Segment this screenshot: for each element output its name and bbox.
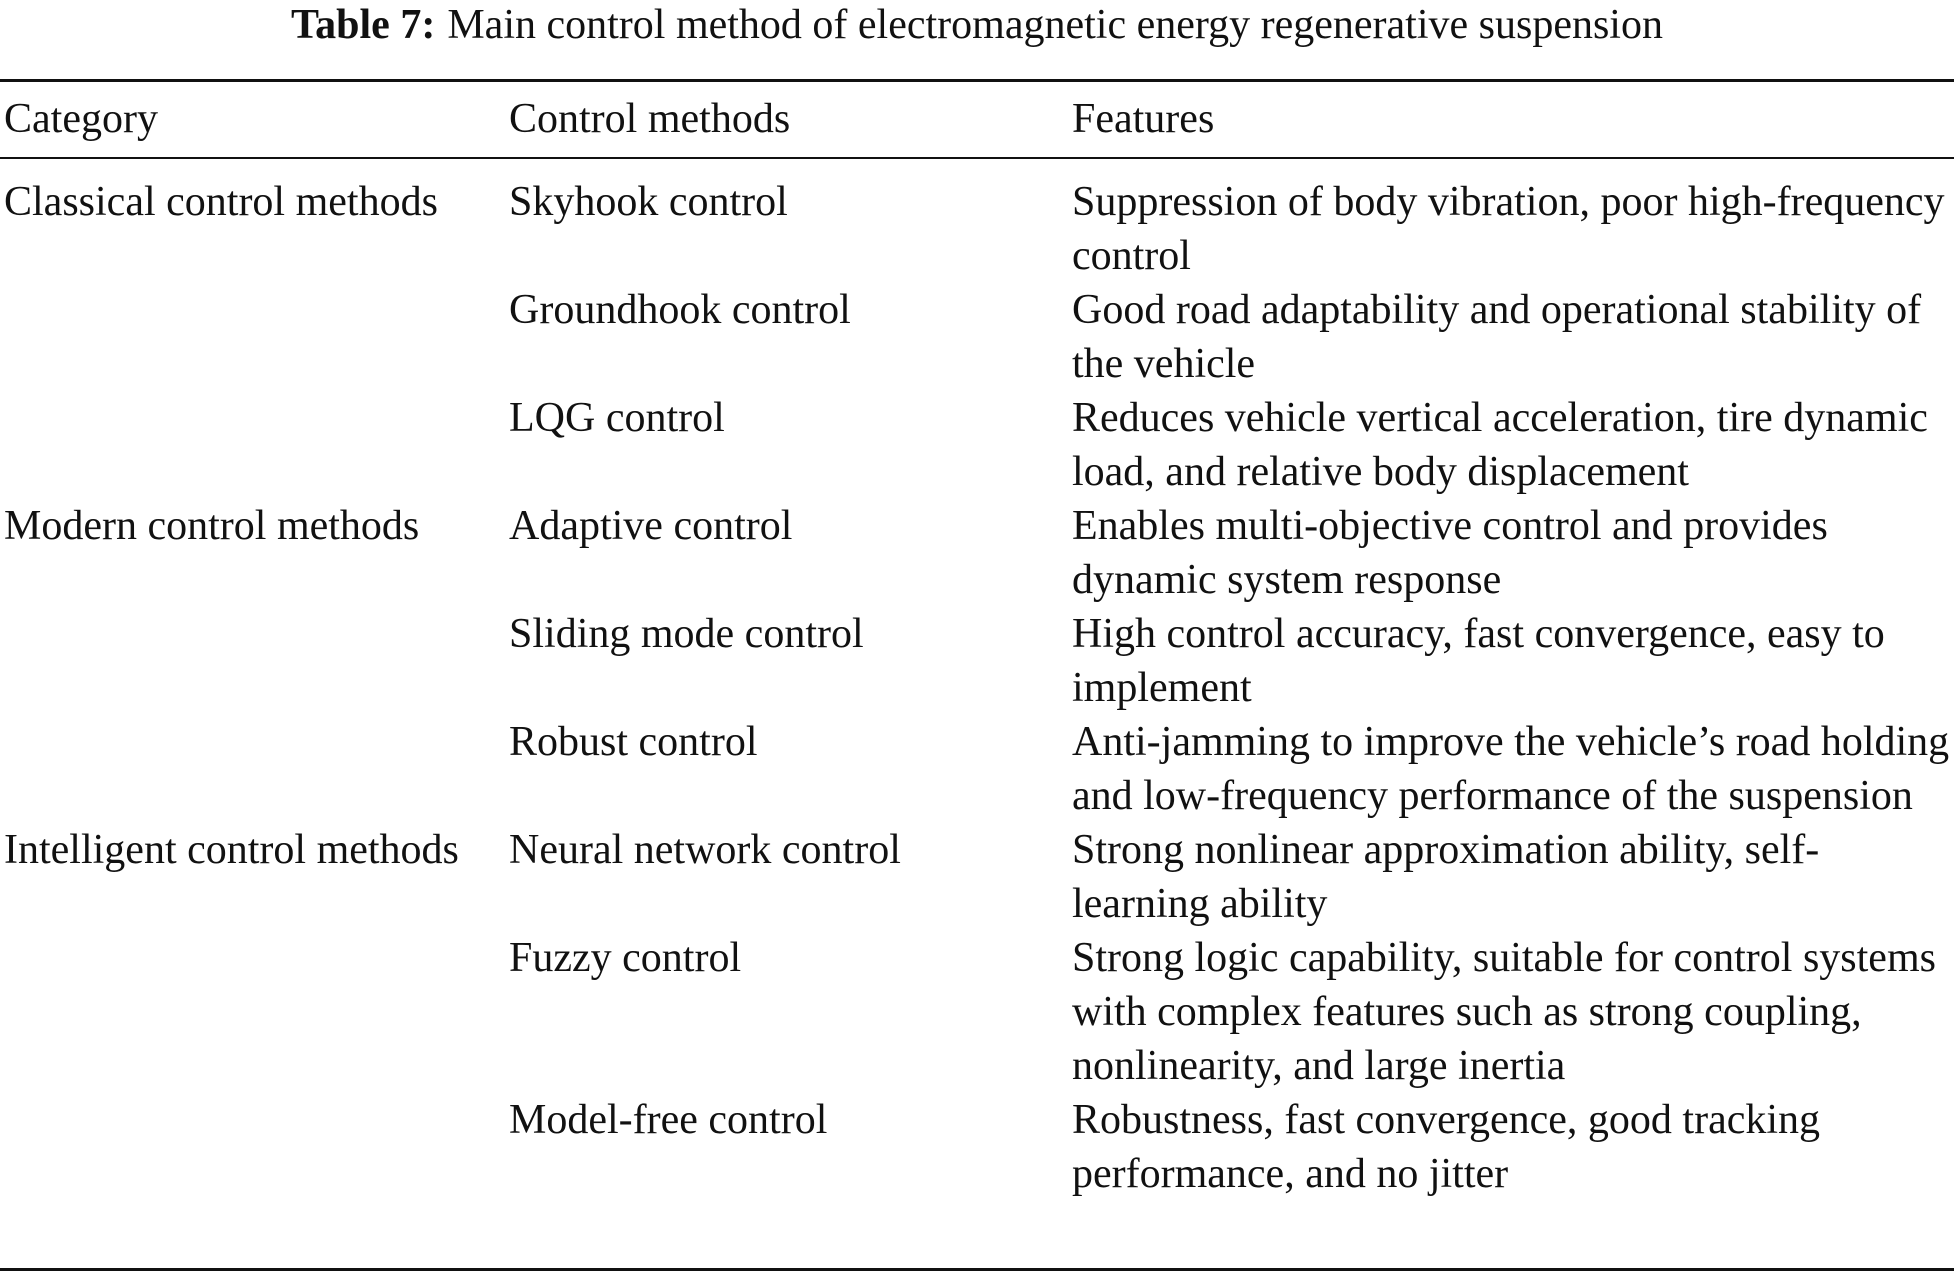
table-caption-text: Main control method of electromagnetic e… bbox=[447, 2, 1663, 48]
feature-cell: Reduces vehicle vertical acceleration, t… bbox=[1072, 395, 1928, 495]
table-header-rule bbox=[0, 157, 1954, 159]
table-header-row: Category Control methods Features bbox=[0, 82, 1954, 157]
feature-cell: Suppression of body vibration, poor high… bbox=[1072, 179, 1945, 279]
table-row: Model-free control Robustness, fast conv… bbox=[0, 1093, 1954, 1201]
method-cell: Skyhook control bbox=[509, 179, 788, 225]
feature-cell: High control accuracy, fast convergence,… bbox=[1072, 611, 1885, 711]
method-cell: Neural network control bbox=[509, 827, 901, 873]
table-row: Modern control methods Adaptive control … bbox=[0, 499, 1954, 607]
table-row: Intelligent control methods Neural netwo… bbox=[0, 823, 1954, 931]
method-cell: LQG control bbox=[509, 395, 725, 441]
table-row: Sliding mode control High control accura… bbox=[0, 607, 1954, 715]
table-bottom-rule bbox=[0, 1268, 1954, 1271]
method-cell: Fuzzy control bbox=[509, 935, 742, 981]
table-row: Groundhook control Good road adaptabilit… bbox=[0, 283, 1954, 391]
table-row: Fuzzy control Strong logic capability, s… bbox=[0, 931, 1954, 1093]
header-features: Features bbox=[1072, 96, 1215, 142]
table-caption: Table 7:Main control method of electroma… bbox=[0, 0, 1954, 50]
feature-cell: Strong logic capability, suitable for co… bbox=[1072, 935, 1936, 1089]
method-cell: Adaptive control bbox=[509, 503, 793, 549]
header-category: Category bbox=[4, 96, 158, 142]
method-cell: Groundhook control bbox=[509, 287, 851, 333]
category-cell: Intelligent control methods bbox=[4, 827, 459, 873]
feature-cell: Good road adaptability and operational s… bbox=[1072, 287, 1922, 387]
table-row: Classical control methods Skyhook contro… bbox=[0, 157, 1954, 283]
header-control-methods: Control methods bbox=[509, 96, 791, 142]
feature-cell: Anti-jamming to improve the vehicle’s ro… bbox=[1072, 719, 1950, 819]
method-cell: Model-free control bbox=[509, 1097, 828, 1143]
method-cell: Robust control bbox=[509, 719, 758, 765]
category-cell: Modern control methods bbox=[4, 503, 420, 549]
feature-cell: Enables multi-objective control and prov… bbox=[1072, 503, 1828, 603]
table-caption-label: Table 7: bbox=[291, 2, 436, 48]
table-row: Robust control Anti-jamming to improve t… bbox=[0, 715, 1954, 823]
table-top-rule bbox=[0, 79, 1954, 82]
table-row: LQG control Reduces vehicle vertical acc… bbox=[0, 391, 1954, 499]
feature-cell: Robustness, fast convergence, good track… bbox=[1072, 1097, 1821, 1197]
control-methods-table: Category Control methods Features Classi… bbox=[0, 82, 1954, 1201]
method-cell: Sliding mode control bbox=[509, 611, 864, 657]
category-cell: Classical control methods bbox=[4, 179, 438, 225]
feature-cell: Strong nonlinear approximation ability, … bbox=[1072, 827, 1820, 927]
